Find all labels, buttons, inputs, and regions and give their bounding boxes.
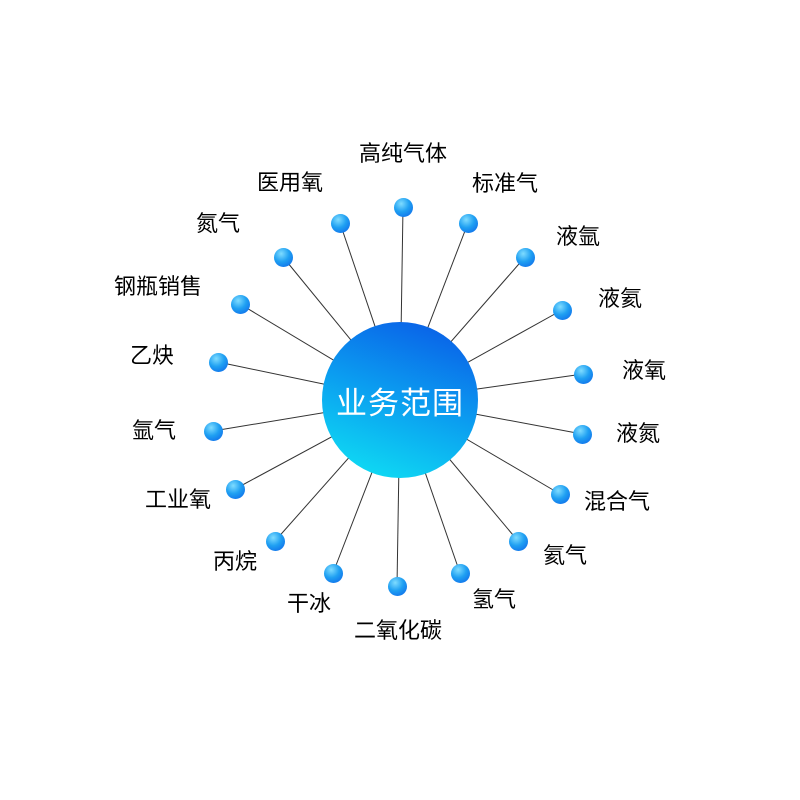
node-dot <box>225 479 245 499</box>
node-dot <box>330 213 350 233</box>
node-label: 氦气 <box>543 544 588 569</box>
node-dot <box>203 421 223 441</box>
node-label: 氢气 <box>472 588 517 613</box>
center-circle: 业务范围 <box>322 322 478 478</box>
node-dot <box>573 364 593 384</box>
node-label: 干冰 <box>286 592 331 617</box>
node-label: 丙烷 <box>212 550 257 575</box>
node-dot <box>323 563 343 583</box>
node-label: 混合气 <box>584 490 651 515</box>
node-dot <box>230 294 250 314</box>
node-label: 氮气 <box>195 212 240 237</box>
node-label: 工业氧 <box>144 488 211 513</box>
node-dot <box>508 531 528 551</box>
node-label: 二氧化碳 <box>353 619 443 644</box>
node-dot <box>515 247 535 267</box>
node-dot <box>552 300 572 320</box>
node-dot <box>387 576 407 596</box>
node-label: 液氮 <box>616 422 661 447</box>
node-label: 氩气 <box>131 419 176 444</box>
node-label: 液氩 <box>556 225 601 250</box>
node-label: 液氦 <box>598 287 643 312</box>
node-dot <box>458 213 478 233</box>
node-label: 高纯气体 <box>358 142 448 167</box>
node-label: 医用氧 <box>256 171 323 196</box>
node-label: 钢瓶销售 <box>113 275 202 300</box>
node-label: 液氧 <box>622 359 667 384</box>
node-label: 乙炔 <box>129 344 174 369</box>
node-dot <box>572 424 592 444</box>
node-dot <box>393 197 413 217</box>
node-label: 标准气 <box>472 172 539 197</box>
node-dot <box>273 247 293 267</box>
node-dot <box>550 484 570 504</box>
node-dot <box>208 352 228 372</box>
node-dot <box>265 531 285 551</box>
node-dot <box>450 563 470 583</box>
center-title: 业务范围 <box>336 385 464 422</box>
